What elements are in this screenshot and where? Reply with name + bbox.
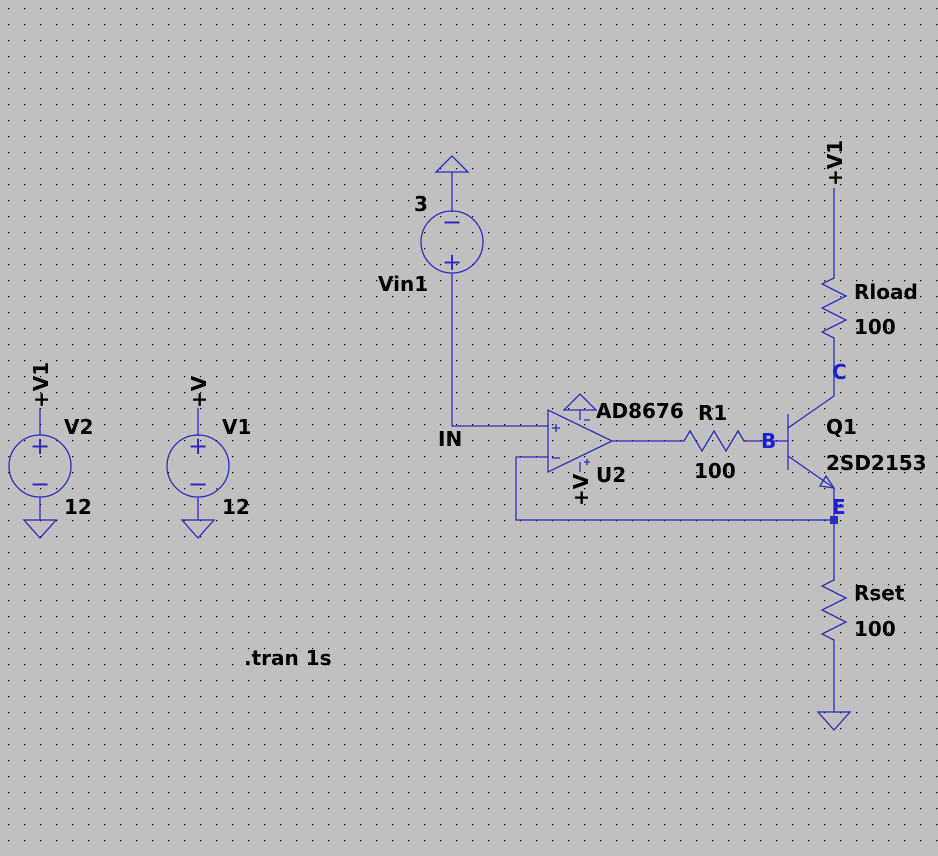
v1-value-label[interactable]: 12 [222,495,250,519]
opamp-model-label[interactable]: AD8676 [596,399,684,423]
ground-icon [22,519,58,539]
rload-value-label[interactable]: 100 [854,315,896,339]
vin1-minus-sign: − [442,208,462,236]
v2-name-label[interactable]: V2 [64,415,93,439]
vin1-plus-sign: + [442,248,462,276]
v2-minus-sign: − [30,470,50,498]
transistor-q1[interactable]: Q1 2SD2153 [787,395,927,489]
collector-supply-label: +V1 [823,140,847,186]
q1-collector-lead [787,395,835,429]
q1-emitter-lead [787,455,835,489]
v2-plus-sign: + [30,432,50,460]
q1-model-label[interactable]: 2SD2153 [826,451,927,475]
opamp-u2[interactable]: +V AD8676 U2 [547,393,684,506]
v1-name-label[interactable]: V1 [222,415,251,439]
net-label-e[interactable]: E [832,495,846,519]
v2-supply-flag: +V1 [29,362,53,408]
rload-name-label[interactable]: Rload [854,280,918,304]
q1-name-label[interactable]: Q1 [826,415,857,439]
vin1-value-label[interactable]: 3 [414,192,428,216]
spice-directive[interactable]: .tran 1s [244,646,332,670]
opamp-body [547,408,614,474]
resistor-rload[interactable]: Rload 100 [820,270,918,346]
ground-icon [562,393,598,411]
opamp-name-label[interactable]: U2 [596,463,626,487]
resistor-rset[interactable]: Rset 100 [820,572,905,648]
resistor-r1[interactable]: R1 100 [676,401,756,483]
voltage-source-v2[interactable]: + − +V1 V2 12 [8,362,93,539]
opamp-supply-flag: +V [569,473,593,506]
rset-body [820,572,848,648]
collector-supply-flag[interactable]: +V1 [823,140,847,270]
r1-body [676,429,756,453]
v1-plus-sign: + [188,432,208,460]
net-label-b[interactable]: B [761,429,776,453]
q1-emitter-arrow [818,474,836,489]
wire-feedback[interactable] [515,456,834,521]
wire-in-net[interactable] [451,273,548,427]
v1-supply-flag: +V [187,375,211,408]
voltage-source-vin1[interactable]: − + 3 Vin1 [378,155,484,296]
rset-name-label[interactable]: Rset [854,581,905,605]
r1-value-label[interactable]: 100 [694,459,736,483]
ground-icon [816,711,852,731]
rset-value-label[interactable]: 100 [854,617,896,641]
vin1-name-label[interactable]: Vin1 [378,272,428,296]
rload-body [820,270,848,346]
v1-minus-sign: − [188,470,208,498]
net-label-c[interactable]: C [832,360,847,384]
v2-value-label[interactable]: 12 [64,495,92,519]
voltage-source-v1[interactable]: + − +V V1 12 [166,375,251,539]
net-label-in[interactable]: IN [438,427,462,451]
r1-name-label[interactable]: R1 [698,401,727,425]
ground-icon [180,519,216,539]
junction-dot [830,516,838,524]
